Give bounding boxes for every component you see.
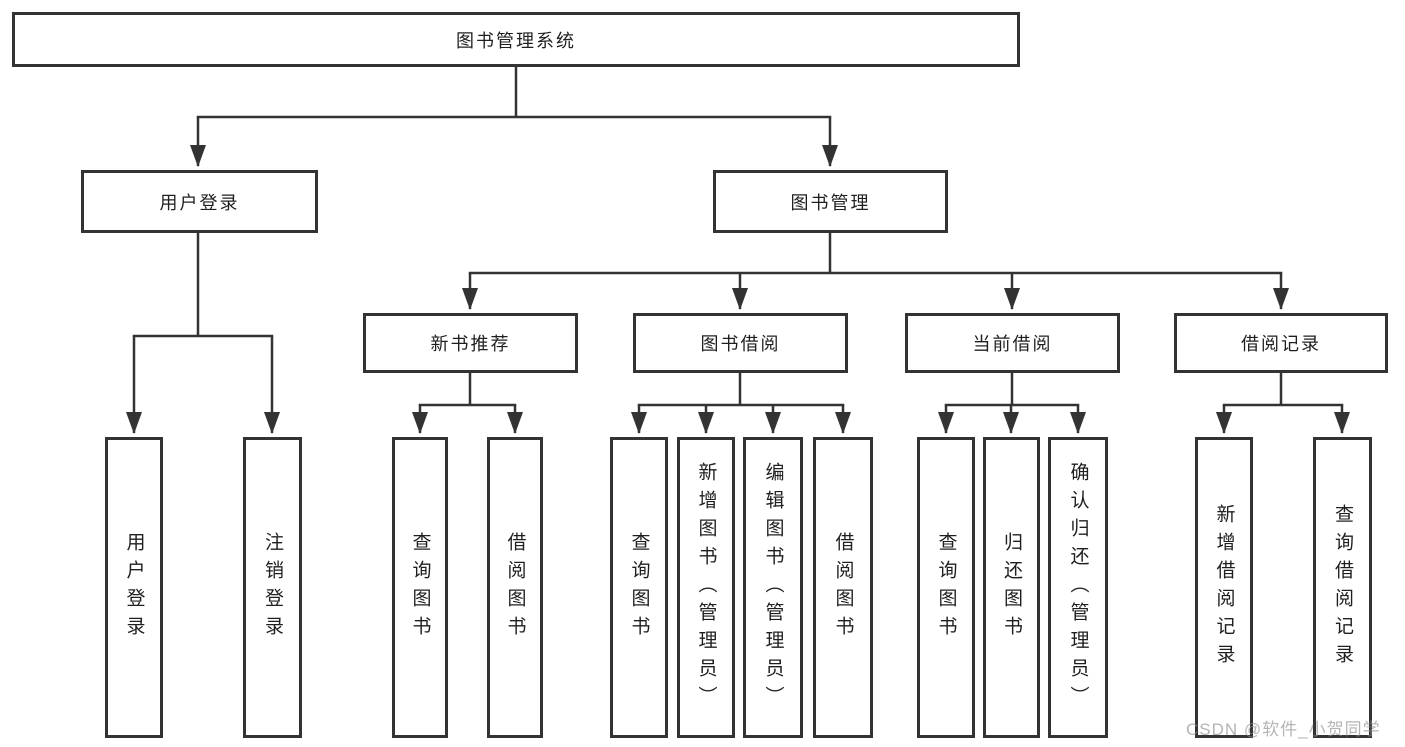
leaf-borrow-books: 借阅图书 <box>813 437 873 738</box>
node-book-borrowing-label: 图书借阅 <box>700 334 781 354</box>
leaf-add-books-admin-label: 新增图书（管理员） <box>695 461 717 714</box>
leaf-edit-books-admin: 编辑图书（管理员） <box>743 437 803 738</box>
leaf-add-borrow-record: 新增借阅记录 <box>1195 437 1253 738</box>
leaf-user-login: 用户登录 <box>105 437 163 738</box>
node-borrowing-records: 借阅记录 <box>1174 313 1388 373</box>
leaf-query-books-current: 查询图书 <box>917 437 975 738</box>
leaf-logout-label: 注销登录 <box>262 531 283 644</box>
node-user-login-label: 用户登录 <box>159 192 240 213</box>
node-new-book-recommend: 新书推荐 <box>363 313 578 373</box>
leaf-edit-books-admin-label: 编辑图书（管理员） <box>762 461 784 714</box>
leaf-return-books: 归还图书 <box>983 437 1040 738</box>
node-borrowing-records-label: 借阅记录 <box>1241 334 1321 354</box>
node-book-management: 图书管理 <box>713 170 948 233</box>
leaf-add-borrow-record-label: 新增借阅记录 <box>1213 503 1235 672</box>
leaf-query-books-newbook: 查询图书 <box>392 437 448 738</box>
leaf-query-borrow-record-label: 查询借阅记录 <box>1332 503 1353 672</box>
leaf-add-books-admin: 新增图书（管理员） <box>677 437 735 738</box>
leaf-logout: 注销登录 <box>243 437 302 738</box>
node-root-label: 图书管理系统 <box>456 30 576 51</box>
node-root-system: 图书管理系统 <box>12 12 1020 67</box>
node-current-borrowing-label: 当前借阅 <box>972 334 1053 354</box>
leaf-confirm-return-admin: 确认归还（管理员） <box>1048 437 1108 738</box>
csdn-watermark: CSDN @软件_小贺同学 <box>1186 720 1381 739</box>
leaf-borrow-books-newbook: 借阅图书 <box>487 437 543 738</box>
leaf-query-borrow-record: 查询借阅记录 <box>1313 437 1372 738</box>
leaf-query-books-current-label: 查询图书 <box>935 531 957 644</box>
node-current-borrowing: 当前借阅 <box>905 313 1120 373</box>
leaf-borrow-books-newbook-label: 借阅图书 <box>504 531 526 644</box>
leaf-borrow-books-label: 借阅图书 <box>832 531 854 644</box>
leaf-confirm-return-admin-label: 确认归还（管理员） <box>1067 461 1089 714</box>
leaf-user-login-label: 用户登录 <box>123 531 145 644</box>
leaf-query-books-newbook-label: 查询图书 <box>409 531 431 644</box>
leaf-query-books-borrow-label: 查询图书 <box>628 531 650 644</box>
node-user-login: 用户登录 <box>81 170 318 233</box>
node-book-management-label: 图书管理 <box>790 192 871 213</box>
node-new-book-recommend-label: 新书推荐 <box>430 334 511 354</box>
leaf-query-books-borrow: 查询图书 <box>610 437 668 738</box>
leaf-return-books-label: 归还图书 <box>1001 531 1022 644</box>
node-book-borrowing: 图书借阅 <box>633 313 848 373</box>
